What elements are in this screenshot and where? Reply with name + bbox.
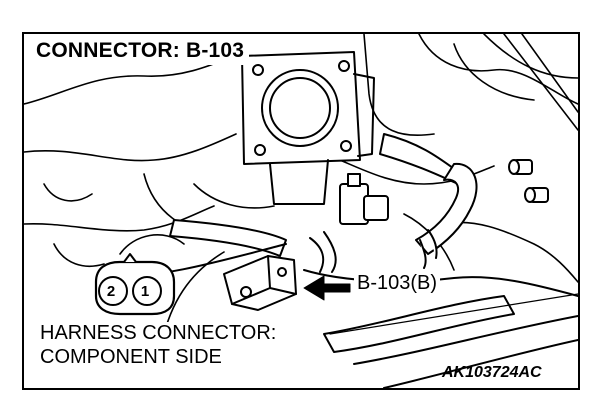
- solenoid-valve: [309, 173, 389, 273]
- connector-b103: [223, 255, 297, 311]
- harness-label-line2: COMPONENT SIDE: [38, 346, 224, 369]
- pin-number-2: 2: [106, 283, 116, 300]
- connector-pin-1-outline: [132, 276, 162, 306]
- engine-bay-illustration: [24, 34, 578, 388]
- connector-title: CONNECTOR: B-103: [34, 38, 250, 65]
- callout-arrow: [303, 275, 351, 301]
- hoses: [103, 133, 578, 388]
- label-leader-line: [329, 293, 578, 335]
- harness-label-line1: HARNESS CONNECTOR:: [38, 322, 279, 345]
- pin-number-1: 1: [140, 283, 150, 300]
- throttle-body: [241, 51, 375, 205]
- vacuum-fittings: [508, 159, 549, 203]
- figure-id: AK103724AC: [442, 364, 542, 381]
- connector-callout-label: B-103(B): [354, 272, 441, 295]
- diagram-frame: CONNECTOR: B-103 2 1 B-103(B) HARNESS CO…: [22, 32, 580, 390]
- harness-connector-face: [94, 253, 176, 316]
- connector-pin-2-outline: [98, 276, 128, 306]
